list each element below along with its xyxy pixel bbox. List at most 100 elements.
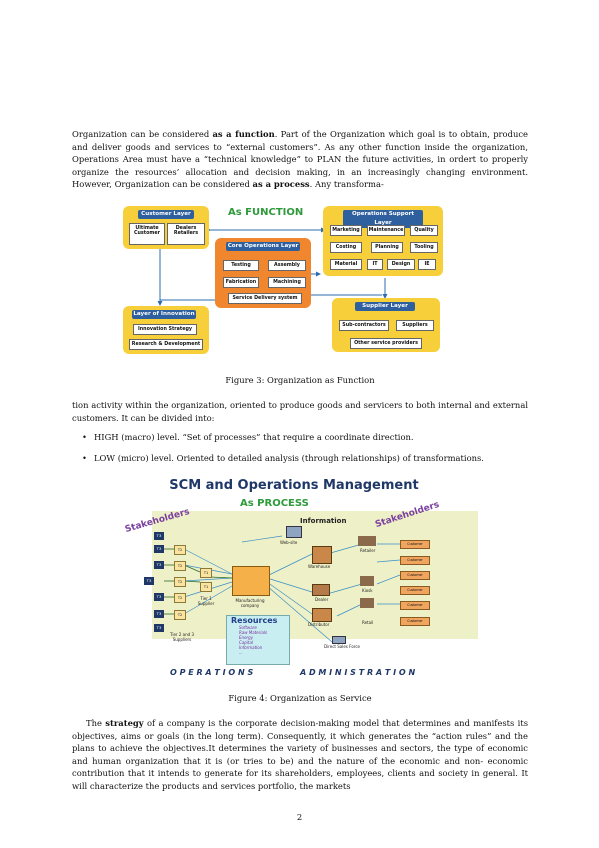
box-machining: Machining: [268, 277, 306, 288]
flow-line: [183, 577, 233, 582]
operations-support-header: Operations Support Layer: [343, 210, 423, 228]
manufacturing-label: Manufacturing company: [235, 598, 265, 608]
figure3-title: As FUNCTION: [228, 207, 304, 218]
tier23-label: Tier 2 and 3 Suppliers: [170, 632, 194, 642]
tier1-node: T1: [200, 582, 212, 592]
tier1-label: Tier 1 Supplier: [197, 596, 215, 606]
list-item: HIGH (macro) level. “Set of processes” t…: [72, 431, 528, 444]
tier3-node: T3: [154, 561, 164, 569]
flow-line: [336, 603, 363, 617]
flow-line: [266, 553, 313, 577]
flow-line: [266, 585, 333, 643]
box-ie: IE: [418, 259, 436, 270]
resources-box: Resources Software Raw Materials Energy …: [226, 615, 290, 665]
distributor-icon: [312, 608, 332, 622]
dealer-icon: [312, 584, 330, 596]
page-number: 2: [296, 812, 303, 822]
footer-operations: O P E R A T I O N S: [170, 668, 254, 677]
bold-text: as a process: [252, 179, 310, 190]
box-maintenance: Maintenance: [367, 225, 405, 236]
kiosk-icon: [360, 576, 374, 586]
tier-link: [183, 580, 201, 583]
text: of a company is the corporate decision-m…: [72, 718, 528, 791]
process-levels-list: HIGH (macro) level. “Set of processes” t…: [72, 431, 528, 472]
flow-line: [266, 577, 313, 593]
resources-item: Software: [239, 625, 257, 630]
box-quality: Quality: [410, 225, 438, 236]
box-planning: Planning: [371, 242, 403, 253]
tier3-node: T3: [154, 593, 164, 601]
flow-line: [183, 548, 233, 575]
resources-title: Resources: [231, 616, 278, 625]
warehouse-icon: [312, 546, 332, 564]
information-label: Information: [300, 517, 347, 525]
bold-text: strategy: [105, 718, 144, 728]
text: Organization can be considered: [72, 129, 213, 139]
box-dealers-retailers: Dealers Retailers: [167, 223, 205, 245]
warehouse-label: Warehouse: [308, 564, 331, 569]
tier-link: [209, 576, 233, 579]
text: . Part of the Organization which goal is…: [72, 129, 528, 190]
resources-item: Information: [239, 645, 263, 650]
flow-line: [326, 583, 363, 595]
retail-label: Retail: [362, 620, 374, 625]
footer-administration: A D M I N I S T R A T I O N: [300, 668, 416, 677]
tier2-node: T2: [174, 545, 186, 555]
customer-box: Customer: [400, 586, 430, 595]
tier2-node: T2: [174, 593, 186, 603]
tier3-node: T3: [144, 577, 154, 585]
innovation-header: Layer of Innovation: [132, 310, 196, 319]
resources-item: Raw Materials: [239, 630, 268, 635]
box-costing: Costing: [330, 242, 362, 253]
box-material: Material: [330, 259, 362, 270]
figure4-caption: Figure 4: Organization as Service: [228, 693, 372, 703]
flow-line: [376, 574, 401, 585]
tier2-node: T2: [174, 561, 186, 571]
paragraph-process: tion activity within the organization, o…: [72, 400, 528, 423]
box-ultimate-customer: Ultimate Customer: [129, 223, 165, 245]
tier3-node: T3: [154, 624, 164, 632]
dealer-label: Dealer: [315, 597, 329, 602]
box-fabrication: Fabrication: [223, 277, 259, 288]
box-tooling: Tooling: [410, 242, 438, 253]
tier2-node: T2: [174, 577, 186, 587]
figure-organization-process: SCM and Operations Management As PROCESS…: [122, 474, 480, 682]
flow-line: [266, 581, 313, 615]
box-assembly: Assembly: [268, 260, 306, 271]
distributor-label: Distributor: [308, 622, 330, 627]
box-innovation-strategy: Innovation Strategy: [133, 324, 197, 335]
direct-sales-label: Direct Sales Force: [324, 644, 360, 649]
box-other-service-providers: Other service providers: [350, 338, 422, 349]
box-sub-contractors: Sub-contractors: [339, 320, 389, 331]
box-marketing: Marketing: [330, 225, 362, 236]
box-research-development: Research & Development: [129, 339, 203, 350]
core-operations-header: Core Operations Layer: [226, 242, 300, 251]
customer-box: Customer: [400, 617, 430, 626]
box-service-delivery: Service Delivery system: [228, 293, 302, 304]
box-testing: Testing: [223, 260, 259, 271]
box-it: IT: [367, 259, 383, 270]
retailer-icon: [358, 536, 376, 546]
tier-link: [183, 564, 201, 573]
paragraph-strategy: The strategy of a company is the corpora…: [72, 717, 528, 793]
flow-line: [183, 585, 233, 615]
bold-text: as a function: [212, 129, 275, 139]
tier1-node: T1: [200, 568, 212, 578]
figure4-subtitle: As PROCESS: [240, 498, 309, 509]
customer-box: Customer: [400, 540, 430, 549]
list-item: LOW (micro) level. Oriented to detailed …: [72, 452, 528, 465]
flow-line: [241, 535, 283, 543]
box-suppliers: Suppliers: [396, 320, 434, 331]
retail-icon: [360, 598, 374, 608]
supplier-header: Supplier Layer: [355, 302, 415, 311]
figure4-title: SCM and Operations Management: [169, 478, 419, 493]
flow-line: [326, 543, 363, 555]
customer-box: Customer: [400, 571, 430, 580]
customer-box: Customer: [400, 556, 430, 565]
tier3-node: T3: [154, 610, 164, 618]
kiosk-label: Kiosk: [362, 588, 373, 593]
tier3-node: T3: [154, 545, 164, 553]
tier2-node: T2: [174, 610, 186, 620]
paragraph-function: Organization can be considered as a func…: [72, 128, 528, 191]
tier3-node: T3: [154, 532, 164, 540]
